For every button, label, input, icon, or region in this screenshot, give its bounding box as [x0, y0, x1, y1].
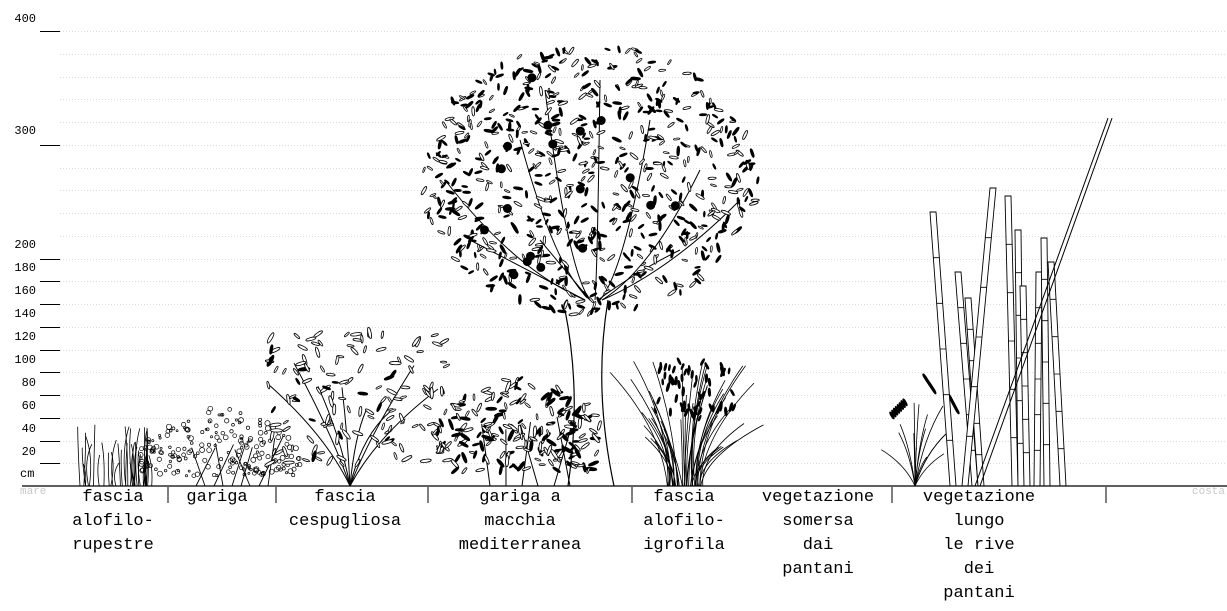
height-ticks: [40, 32, 60, 464]
zone-label-fascia-alofilo-igrofila: fascia alofilo- igrofila: [626, 486, 742, 558]
cane-reeds-plant: [930, 118, 1112, 486]
leaning-cane: [975, 118, 1108, 486]
y-tick-label-160: 160: [0, 285, 36, 297]
coast-end-label: costa: [1192, 486, 1225, 498]
tall-grass-plant: [610, 357, 763, 486]
plant-illustrations: [78, 46, 1112, 486]
grass-tuft-plant: [78, 425, 152, 486]
y-axis-unit: cm: [20, 467, 34, 481]
y-tick-label-140: 140: [0, 308, 36, 320]
zone-label-gariga-a-macchia: gariga a macchia mediterranea: [420, 486, 620, 558]
sea-end-label: mare: [20, 486, 46, 498]
y-tick-label-100: 100: [0, 354, 36, 366]
zone-label-fascia-alofilo-rupestre: fascia alofilo- rupestre: [52, 486, 174, 558]
y-tick-label-40: 40: [0, 423, 36, 435]
zone-label-gariga: gariga: [170, 486, 264, 510]
low-shrub-plant: [139, 406, 302, 486]
y-tick-label-120: 120: [0, 331, 36, 343]
y-tick-label-400: 400: [0, 13, 36, 25]
zone-label-vegetazione-lungo-le-rive: vegetazione lungo le rive dei pantani: [894, 486, 1064, 606]
macchia-shrub-plant: [436, 376, 602, 486]
y-tick-label-80: 80: [0, 377, 36, 389]
y-tick-label-20: 20: [0, 446, 36, 458]
zone-label-vegetazione-somersa: vegetazione somersa dai pantani: [742, 486, 894, 582]
y-tick-label-200: 200: [0, 239, 36, 251]
y-tick-label-300: 300: [0, 125, 36, 137]
y-tick-label-180: 180: [0, 262, 36, 274]
zone-label-fascia-cespugliosa: fascia cespugliosa: [270, 486, 420, 534]
y-tick-label-60: 60: [0, 400, 36, 412]
